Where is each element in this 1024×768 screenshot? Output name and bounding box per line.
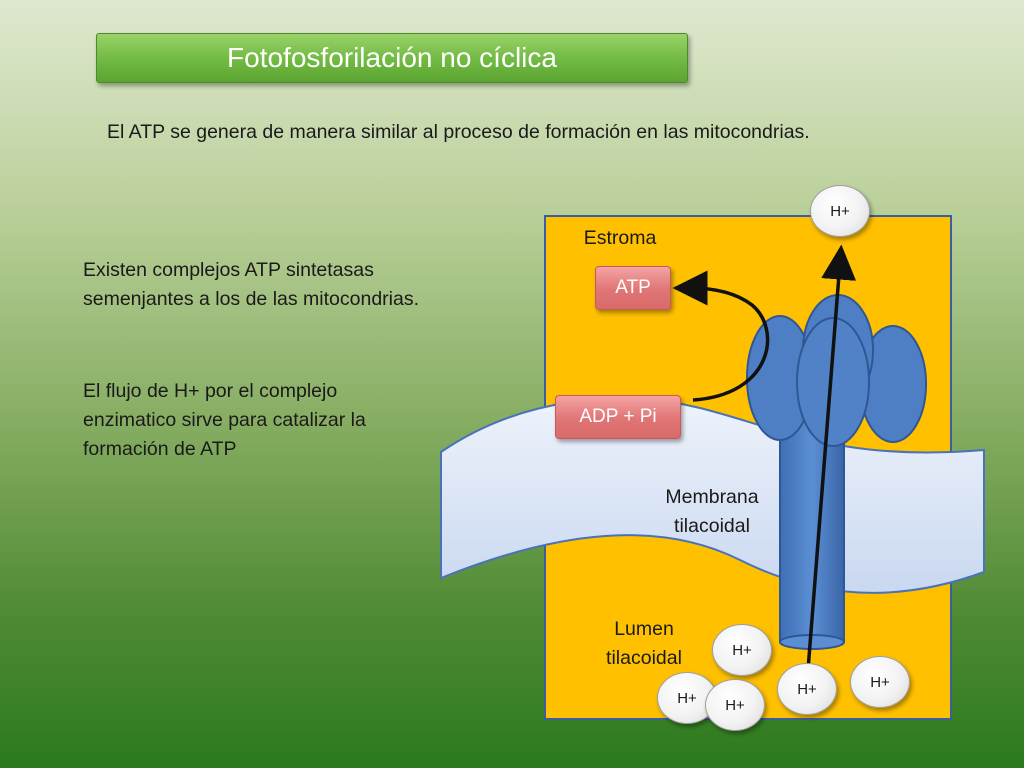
h-ion-stroma: H+: [810, 185, 870, 237]
slide-title: Fotofosforilación no cíclica: [96, 33, 688, 83]
h-ion-lumen: H+: [712, 624, 772, 676]
paragraph-atp-synthase: Existen complejos ATP sintetasas semenja…: [83, 259, 420, 310]
atp-synthase-head: [746, 294, 927, 447]
proton-flow-arrow: [806, 244, 857, 671]
h-ion-lumen: H+: [777, 663, 837, 715]
adp-pi-pill: ADP + Pi: [555, 395, 681, 439]
reaction-arrow: [672, 270, 770, 402]
lumen-label: Lumen tilacoidal: [606, 618, 682, 669]
h-ion-lumen: H+: [850, 656, 910, 708]
atp-pill: ATP: [595, 266, 671, 310]
h-ion-lumen: H+: [705, 679, 765, 731]
membrane-label: Membrana tilacoidal: [665, 486, 759, 537]
stroma-label: Estroma: [583, 227, 657, 249]
intro-text: El ATP se genera de manera similar al pr…: [107, 121, 810, 143]
paragraph-h-flow: El flujo de H+ por el complejo enzimatic…: [83, 380, 366, 460]
atp-synthase-stalk: [779, 419, 845, 650]
